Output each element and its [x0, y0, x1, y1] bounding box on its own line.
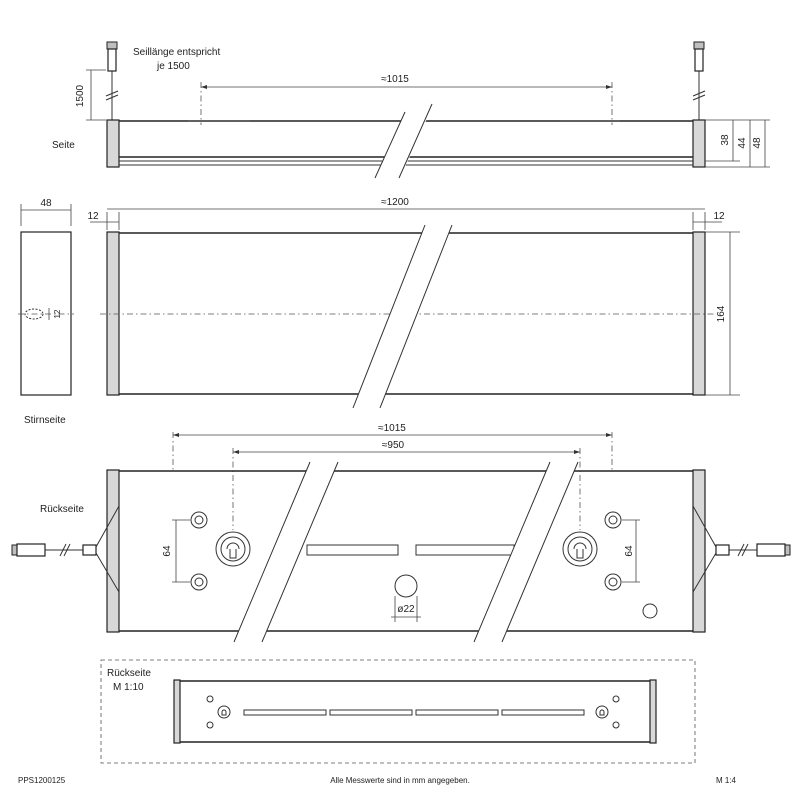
dim-top-left-cap: 12 — [87, 211, 99, 222]
view-label-back: Rückseite — [40, 504, 84, 515]
keyhole-right — [562, 531, 598, 567]
dim-back-hole-left: 64 — [162, 545, 173, 557]
inset-back-view: Rückseite M 1:10 — [100, 659, 696, 764]
dim-top-depth: 164 — [716, 305, 727, 322]
dim-top-right-cap: 12 — [713, 211, 725, 222]
side-view: Seillänge entspricht je 1500 1500 ≈1015 … — [52, 41, 770, 179]
dim-back-diameter: ø22 — [397, 604, 415, 615]
cable-right — [692, 505, 791, 593]
dim-side-spacing: ≈1015 — [381, 74, 409, 85]
suspension-note-line1: Seillänge entspricht — [133, 47, 220, 58]
end-view: 48 12 Stirnseite — [18, 198, 74, 426]
inset-scale: M 1:10 — [113, 682, 144, 693]
cable-left — [11, 505, 120, 593]
mount-hole-left-top — [190, 511, 208, 529]
dim-side-h1: 38 — [720, 134, 731, 146]
dim-end-width: 48 — [40, 198, 52, 209]
dim-side-h3: 48 — [752, 137, 763, 149]
top-view: ≈1200 12 12 164 — [87, 197, 740, 409]
article-number: PPS1200125 — [18, 776, 66, 785]
view-label-end: Stirnseite — [24, 415, 66, 426]
drawing-scale: M 1:4 — [716, 776, 737, 785]
inset-label: Rückseite — [107, 668, 151, 679]
suspension-note-line2: je 1500 — [156, 61, 190, 72]
dim-back-hole-right: 64 — [624, 545, 635, 557]
back-view: ≈1015 ≈950 — [11, 423, 791, 643]
dim-end-hole: 12 — [53, 309, 62, 318]
small-round-hole — [642, 603, 658, 619]
dim-cable-length: 1500 — [75, 84, 86, 107]
dim-top-length: ≈1200 — [381, 197, 409, 208]
view-label-side: Seite — [52, 140, 75, 151]
keyhole-left — [215, 531, 251, 567]
mount-hole-right-top — [604, 511, 622, 529]
dim-back-spacing-inner: ≈950 — [382, 440, 405, 451]
mount-hole-right-bottom — [604, 573, 622, 591]
mount-hole-left-bottom — [190, 573, 208, 591]
suspension-right — [692, 41, 706, 120]
suspension-left — [105, 41, 119, 120]
dim-side-h2: 44 — [737, 137, 748, 149]
dim-back-spacing-outer: ≈1015 — [378, 423, 406, 434]
measurement-note: Alle Messwerte sind in mm angegeben. — [330, 776, 470, 785]
cable-entry-hole — [394, 574, 418, 598]
footer: PPS1200125 Alle Messwerte sind in mm ang… — [18, 776, 737, 785]
